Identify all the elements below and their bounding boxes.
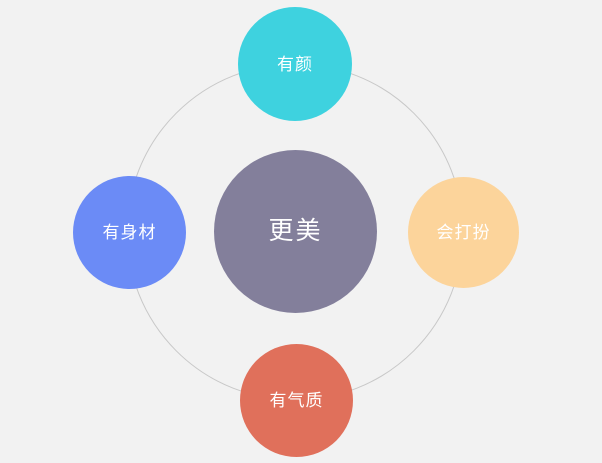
node-bottom-good-temperament[interactable]: 有气质 [240,344,353,457]
center-node-more-beautiful[interactable]: 更美 [214,150,377,313]
node-right-good-styling[interactable]: 会打扮 [408,177,519,288]
node-top-good-looks[interactable]: 有颜 [238,7,352,121]
node-left-good-figure[interactable]: 有身材 [73,176,186,289]
center-node-label: 更美 [268,217,323,245]
node-top-label: 有颜 [277,54,313,74]
node-left-label: 有身材 [102,223,157,242]
node-bottom-label: 有气质 [269,391,324,410]
node-right-label: 会打扮 [436,223,491,242]
